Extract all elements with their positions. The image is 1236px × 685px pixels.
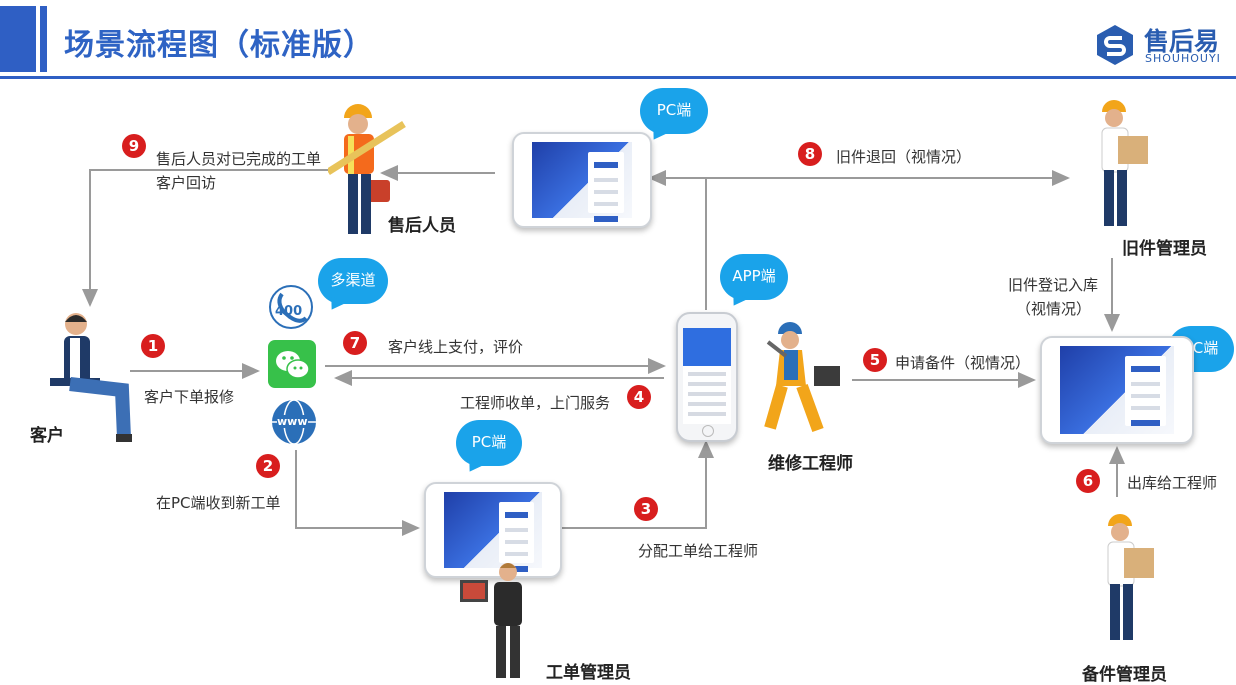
wechat-icon <box>268 340 316 388</box>
role-spare-parts-manager: 备件管理员 <box>1082 665 1167 685</box>
step-label-8: 旧件退回（视情况） <box>836 148 972 166</box>
step-label-2: 在PC端收到新工单 <box>156 494 281 512</box>
step-badge-4: 4 <box>627 385 651 409</box>
phone-400-text: 400 <box>275 304 303 319</box>
app-phone <box>676 312 738 442</box>
role-old-parts-manager: 旧件管理员 <box>1122 239 1207 259</box>
brand-subtitle: SHOUHOUYI <box>1145 52 1221 65</box>
customer-figure-icon <box>50 313 132 442</box>
role-aftersales: 售后人员 <box>388 216 456 236</box>
spare-parts-manager-figure-icon <box>1107 514 1154 640</box>
step-label-1: 客户下单报修 <box>144 388 235 406</box>
header-accent-bar <box>40 6 47 72</box>
www-web-icon: www <box>270 398 318 446</box>
old-parts-inbound-label-2: （视情况） <box>1016 300 1092 318</box>
engineer-figure-icon <box>764 322 840 433</box>
role-engineer: 维修工程师 <box>768 454 853 474</box>
step-label-9: 售后人员对已完成的工单 <box>156 150 322 168</box>
step-label-6: 出库给工程师 <box>1127 474 1218 492</box>
step-badge-6: 6 <box>1076 469 1100 493</box>
step-badge-3: 3 <box>634 497 658 521</box>
bubble-pc-top: PC端 <box>640 88 708 134</box>
page-title: 场景流程图（标准版） <box>64 28 374 63</box>
step-label-4: 工程师收单，上门服务 <box>460 394 611 412</box>
brand-logo-icon <box>1097 25 1133 65</box>
step-badge-8: 8 <box>798 142 822 166</box>
step-badge-7: 7 <box>343 331 367 355</box>
header-divider <box>0 76 1236 79</box>
pc-tablet-bottom <box>424 482 562 578</box>
phone-400-icon: 400 <box>268 284 314 330</box>
brand-name: 售后易 <box>1144 27 1220 56</box>
step-label-7: 客户线上支付，评价 <box>388 338 524 356</box>
step-label-5: 申请备件（视情况） <box>895 354 1031 372</box>
step-label-9-line2: 客户回访 <box>156 174 217 192</box>
pc-tablet-top <box>512 132 652 228</box>
old-parts-inbound-label: 旧件登记入库 <box>1008 276 1099 294</box>
step-badge-5: 5 <box>863 348 887 372</box>
arrow-step-3 <box>562 440 714 529</box>
step-label-3: 分配工单给工程师 <box>638 542 759 560</box>
old-parts-manager-figure-icon <box>1101 100 1148 226</box>
arrow-step-9 <box>82 169 328 307</box>
www-text: www <box>277 415 308 428</box>
role-customer: 客户 <box>30 426 64 446</box>
order-manager-figure-icon <box>460 563 522 678</box>
arrow-step-8 <box>648 170 707 310</box>
step-badge-9: 9 <box>122 134 146 158</box>
pc-tablet-right <box>1040 336 1194 444</box>
bubble-app: APP端 <box>720 254 788 300</box>
step-badge-2: 2 <box>256 454 280 478</box>
bubble-pc-bottom: PC端 <box>456 420 522 466</box>
role-order-manager: 工单管理员 <box>546 663 631 683</box>
bubble-multichannel: 多渠道 <box>318 258 388 304</box>
header-accent-block <box>0 6 36 72</box>
aftersales-figure-icon <box>328 104 406 234</box>
step-badge-1: 1 <box>141 334 165 358</box>
arrow-step-2 <box>295 450 420 536</box>
